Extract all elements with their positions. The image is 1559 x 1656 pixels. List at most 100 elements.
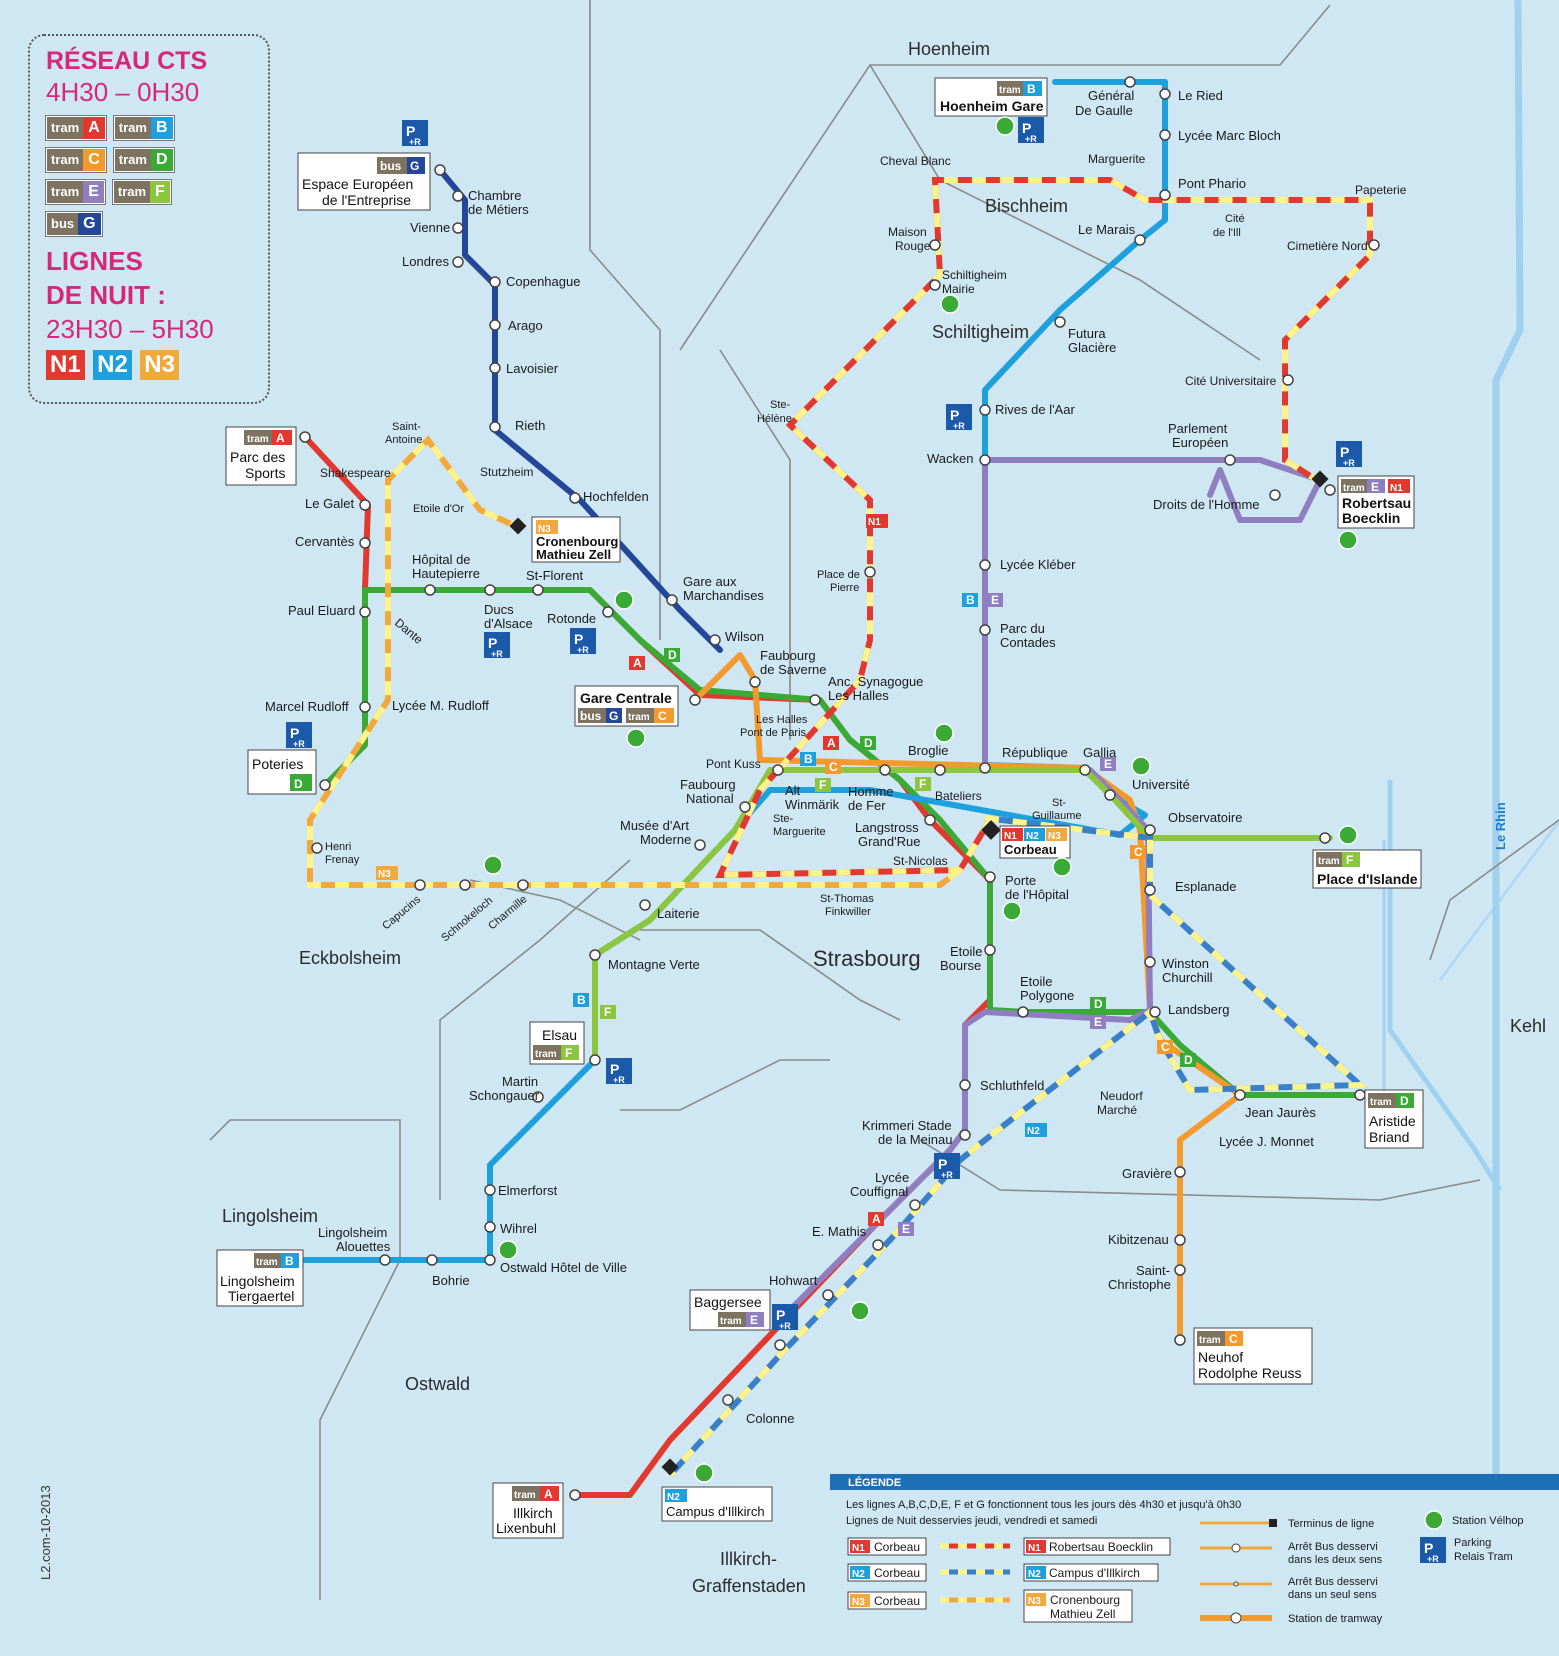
svg-text:N3: N3: [378, 869, 391, 880]
svg-text:C: C: [658, 709, 667, 723]
svg-text:Hochfelden: Hochfelden: [583, 489, 649, 504]
svg-text:Winston: Winston: [1162, 956, 1209, 971]
svg-text:Espace Européen: Espace Européen: [302, 176, 413, 192]
svg-text:+R: +R: [409, 137, 421, 147]
svg-text:Lingolsheim: Lingolsheim: [318, 1225, 387, 1240]
svg-text:Cité: Cité: [1225, 213, 1245, 225]
svg-text:Jean Jaurès: Jean Jaurès: [1245, 1105, 1316, 1120]
svg-text:A: A: [827, 736, 836, 750]
svg-text:Neudorf: Neudorf: [1100, 1089, 1143, 1103]
svg-text:N2: N2: [1026, 831, 1039, 842]
svg-text:tram: tram: [999, 85, 1021, 96]
svg-text:+R: +R: [1343, 458, 1355, 468]
svg-text:Le Rhin: Le Rhin: [1493, 802, 1508, 850]
svg-text:Neuhof: Neuhof: [1198, 1349, 1243, 1365]
legend-symbols: Terminus de ligne Arrêt Bus desservi dan…: [1200, 1510, 1524, 1625]
svg-text:dans un seul sens: dans un seul sens: [1288, 1589, 1377, 1601]
svg-text:Cimetière Nord: Cimetière Nord: [1287, 239, 1368, 253]
svg-text:Parlement: Parlement: [1168, 421, 1228, 436]
svg-text:Européen: Européen: [1172, 435, 1228, 450]
svg-text:F: F: [819, 778, 826, 792]
svg-text:Les lignes A,B,C,D,E, F et G f: Les lignes A,B,C,D,E, F et G fonctionnen…: [846, 1499, 1241, 1511]
svg-text:tram: tram: [535, 1049, 557, 1060]
terminus-espace: bus G Espace Européen de l'Entreprise: [297, 152, 431, 211]
svg-text:bus: bus: [580, 709, 602, 723]
svg-text:F: F: [1346, 853, 1353, 867]
svg-text:C: C: [829, 760, 838, 774]
svg-text:Etoile: Etoile: [1020, 974, 1053, 989]
svg-text:Hoenheim Gare: Hoenheim Gare: [940, 98, 1044, 114]
svg-text:Gare aux: Gare aux: [683, 574, 737, 589]
svg-text:Shakespeare: Shakespeare: [320, 466, 391, 480]
svg-text:Corbeau: Corbeau: [874, 1594, 920, 1608]
svg-text:Le Galet: Le Galet: [305, 496, 355, 511]
svg-text:Lycée Kléber: Lycée Kléber: [1000, 557, 1076, 572]
svg-text:Général: Général: [1088, 88, 1134, 103]
svg-text:Wilson: Wilson: [725, 629, 764, 644]
svg-text:Station de tramway: Station de tramway: [1288, 1613, 1383, 1625]
svg-text:+R: +R: [953, 421, 965, 431]
badge-n2: N2: [93, 350, 132, 380]
svg-text:de Métiers: de Métiers: [468, 202, 529, 217]
svg-text:de Fer: de Fer: [848, 798, 886, 813]
svg-text:Lycée: Lycée: [875, 1170, 909, 1185]
svg-text:Etoile d'Or: Etoile d'Or: [413, 503, 464, 515]
terminus-labels: bus G Espace Européen de l'Entreprise tr…: [216, 77, 1424, 1539]
svg-text:Copenhague: Copenhague: [506, 274, 580, 289]
svg-text:A: A: [633, 656, 642, 670]
svg-text:+R: +R: [491, 649, 503, 659]
svg-text:Marchandises: Marchandises: [683, 588, 764, 603]
svg-text:N3: N3: [1048, 831, 1061, 842]
svg-text:Gravière: Gravière: [1122, 1166, 1172, 1181]
station-dots: [299, 76, 1380, 1501]
svg-text:Cronenbourg: Cronenbourg: [536, 534, 618, 549]
terminus-elsau: Elsau tram F: [529, 1021, 585, 1065]
svg-text:Arrêt Bus desservi: Arrêt Bus desservi: [1288, 1541, 1378, 1553]
svg-text:LÉGENDE: LÉGENDE: [848, 1476, 901, 1489]
svg-text:Cité Universitaire: Cité Universitaire: [1185, 374, 1277, 388]
svg-text:Bohrie: Bohrie: [432, 1273, 470, 1288]
svg-text:N2: N2: [1028, 1569, 1041, 1580]
svg-text:Lingolsheim: Lingolsheim: [220, 1273, 295, 1289]
svg-text:Illkirch-: Illkirch-: [720, 1549, 777, 1569]
svg-text:National: National: [686, 791, 734, 806]
svg-text:Guillaume: Guillaume: [1032, 810, 1082, 822]
svg-text:Langstross: Langstross: [855, 820, 919, 835]
svg-text:Pont de Paris: Pont de Paris: [740, 727, 807, 739]
svg-text:Krimmeri Stade: Krimmeri Stade: [862, 1118, 952, 1133]
svg-text:Londres: Londres: [402, 254, 449, 269]
svg-text:de l'Entreprise: de l'Entreprise: [322, 192, 411, 208]
svg-text:St-Nicolas: St-Nicolas: [893, 854, 948, 868]
svg-text:E: E: [1371, 480, 1379, 494]
terminus-aristide: tram D Aristide Briand: [1364, 1089, 1424, 1149]
panel-title: RÉSEAU CTS: [46, 47, 208, 75]
svg-text:D: D: [1400, 1094, 1409, 1108]
svg-text:Elmerforst: Elmerforst: [498, 1183, 558, 1198]
svg-text:Churchill: Churchill: [1162, 970, 1213, 985]
svg-text:Ostwald: Ostwald: [405, 1374, 470, 1394]
svg-text:Ste-: Ste-: [770, 399, 791, 411]
svg-text:Alt: Alt: [785, 783, 801, 798]
svg-text:Corbeau: Corbeau: [874, 1540, 920, 1554]
svg-text:Parc du: Parc du: [1000, 621, 1045, 636]
svg-text:tram: tram: [628, 712, 650, 723]
terminus-neuhof: tram C Neuhof Rodolphe Reuss: [1193, 1327, 1313, 1385]
svg-text:Porte: Porte: [1005, 873, 1036, 888]
svg-text:Corbeau: Corbeau: [1004, 842, 1057, 857]
svg-text:Marcel Rudloff: Marcel Rudloff: [265, 699, 349, 714]
svg-text:Parc des: Parc des: [230, 449, 285, 465]
park-ride-markers: P+R P+R P+R P+R P+R P+R P+R P+R P+R P+R: [286, 117, 1362, 1331]
svg-text:B: B: [577, 993, 586, 1007]
svg-text:Saint-: Saint-: [1136, 1263, 1170, 1278]
svg-text:Alouettes: Alouettes: [336, 1239, 391, 1254]
svg-text:Lingolsheim: Lingolsheim: [222, 1206, 318, 1226]
svg-text:bus: bus: [380, 159, 402, 173]
svg-text:Kibitzenau: Kibitzenau: [1108, 1232, 1169, 1247]
svg-text:P: P: [1340, 444, 1349, 460]
svg-text:Rodolphe Reuss: Rodolphe Reuss: [1198, 1365, 1302, 1381]
terminus-gare-centrale: Gare Centrale bus G tram C: [574, 685, 679, 727]
